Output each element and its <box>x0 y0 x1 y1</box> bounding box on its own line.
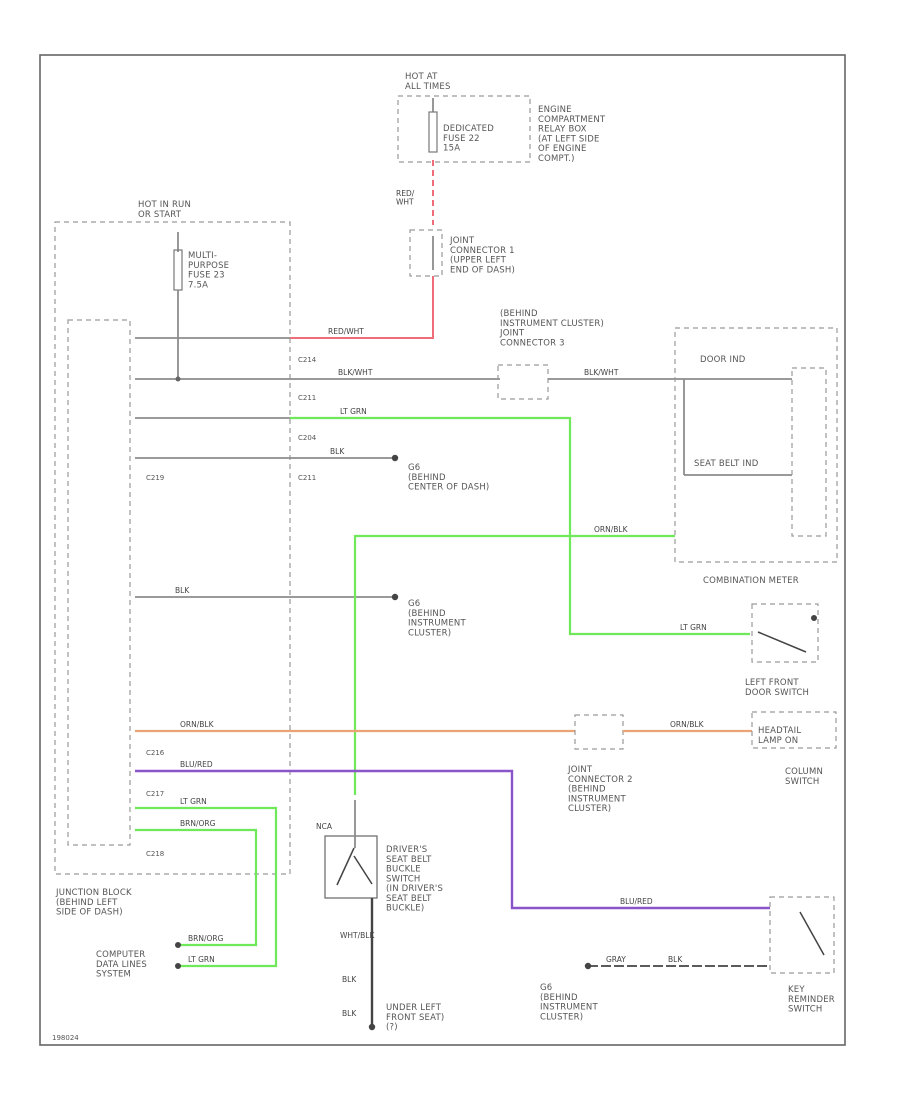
gray-bottom-label: GRAY <box>606 955 626 964</box>
door-switch-outline <box>751 603 819 663</box>
door-ind-label: DOOR IND <box>700 355 746 365</box>
c217-label: C217 <box>146 790 164 798</box>
lt-grn-terminal <box>175 963 181 969</box>
key-reminder-outline <box>769 896 835 974</box>
blk-wht-label: BLK/WHT <box>338 368 373 377</box>
orn-blk-label: ORN/BLK <box>180 720 215 729</box>
blk-wht-right-label: BLK/WHT <box>584 368 619 377</box>
blu-red-label: BLU/RED <box>180 760 213 769</box>
orn-blk-right-label: ORN/BLK <box>670 720 705 729</box>
lt-grn-bottom-label: LT GRN <box>188 955 215 964</box>
c204-label: C204 <box>298 434 317 442</box>
engine-relay-box-outline <box>397 95 531 163</box>
c211b-label: C211 <box>298 474 316 482</box>
seat-belt-switch-outline <box>324 835 378 899</box>
lt-grn-lower-label: LT GRN <box>180 797 207 806</box>
footer-code: 198024 <box>52 1034 79 1042</box>
bottom-ground-dot <box>584 962 592 970</box>
blk-v2-label: BLK <box>342 1009 357 1018</box>
c218-label: C218 <box>146 850 164 858</box>
lt-grn-right-label: LT GRN <box>680 623 707 632</box>
wht-blk-label: WHT/BLK <box>340 931 375 940</box>
joint-connector-2-outline <box>574 714 624 750</box>
headlamp-switch-outline <box>751 711 837 749</box>
fuse-23-symbol <box>173 249 183 291</box>
diagram-frame <box>39 54 846 1046</box>
c211-label: C211 <box>298 394 316 402</box>
brn-org-label: BRN/ORG <box>180 819 216 828</box>
door-switch-contact <box>757 631 807 653</box>
seat-belt-switch-contact <box>336 847 355 886</box>
nca-label: NCA <box>316 822 333 831</box>
fuse-22-symbol <box>428 111 438 153</box>
fuse-box-outline <box>54 221 291 875</box>
red-wht-wire <box>290 276 434 339</box>
red-wht-vertical-label: RED/WHT <box>396 189 415 207</box>
c216-label: C216 <box>146 749 165 757</box>
seat-belt-ind-label: SEAT BELT IND <box>694 459 759 469</box>
c214-label: C214 <box>298 356 317 364</box>
door-switch-ground <box>811 615 817 621</box>
red-wht-wire-label: RED/WHT <box>328 327 364 336</box>
brn-org-terminal <box>175 942 181 948</box>
combination-meter-outline <box>674 327 838 563</box>
orn-blk-top-label: ORN/BLK <box>594 525 629 534</box>
g6-ground-cluster <box>391 593 399 601</box>
blk1-label: BLK <box>330 447 345 456</box>
orn-blk-wire-top <box>353 534 675 795</box>
junction-block-inner <box>67 319 131 846</box>
c219-label: C219 <box>146 474 164 482</box>
blk-v1-label: BLK <box>342 975 357 984</box>
brn-org-bottom-label: BRN/ORG <box>188 934 224 943</box>
blu-red-bottom-label: BLU/RED <box>620 897 653 906</box>
meter-inner-box <box>791 367 827 537</box>
combination-meter-label: COMBINATION METER <box>703 576 799 586</box>
lt-grn-label: LT GRN <box>340 407 367 416</box>
blu-red-wire <box>135 769 770 910</box>
seat-belt-ground <box>368 1023 376 1031</box>
brn-org-wire <box>135 828 258 947</box>
blk-bottom-label: BLK <box>668 955 683 964</box>
g6-ground-dash <box>391 454 399 462</box>
key-reminder-contact <box>799 911 825 956</box>
splice-dot-1 <box>175 376 181 382</box>
joint-connector-3-outline <box>497 364 549 400</box>
lt-grn-lower-wire <box>135 806 278 968</box>
lt-grn-wire <box>290 416 750 636</box>
blk2-label: BLK <box>175 586 190 595</box>
joint-connector-1-outline <box>409 229 443 277</box>
seat-belt-switch-contact-2 <box>353 855 373 885</box>
